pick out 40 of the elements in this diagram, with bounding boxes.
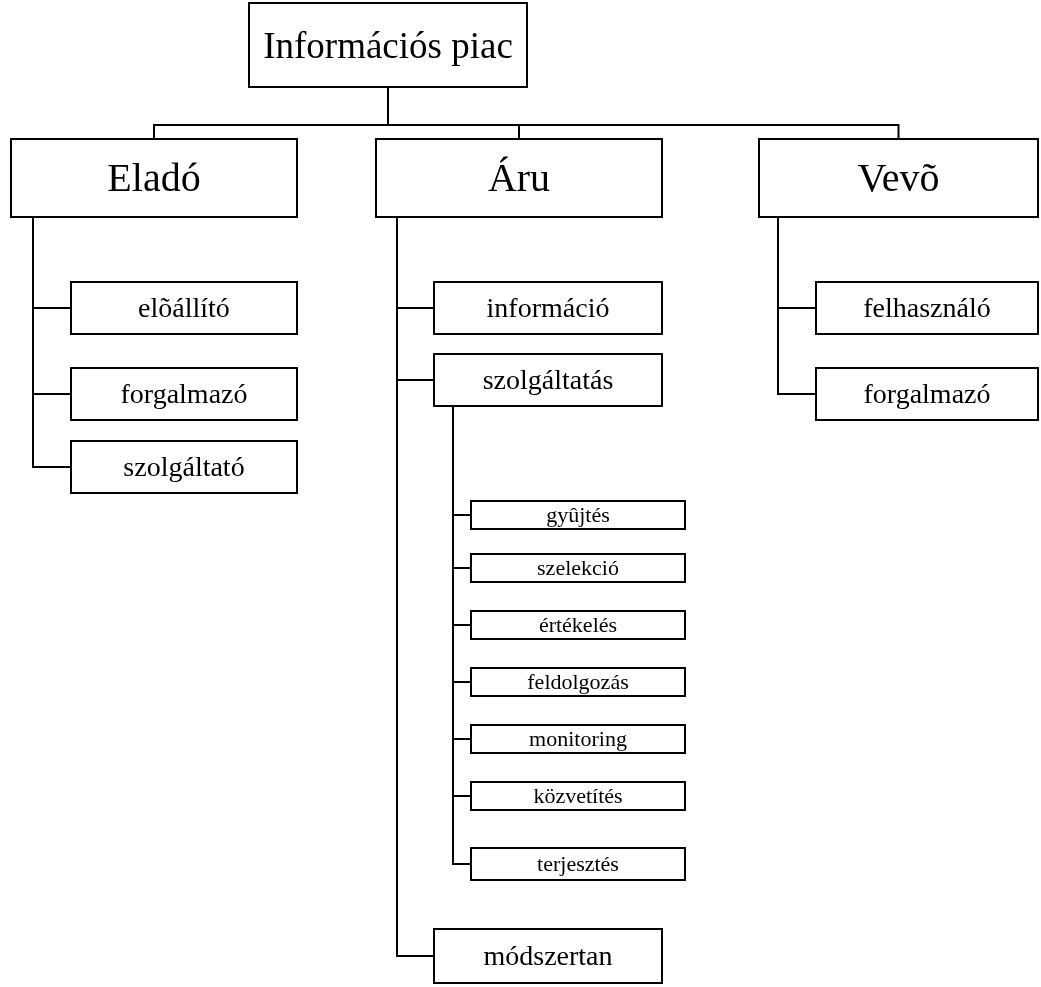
category-box xyxy=(70,440,298,494)
category-box xyxy=(815,367,1039,421)
category-box xyxy=(470,781,686,811)
category-box xyxy=(470,500,686,530)
box-label: módszertan xyxy=(483,942,613,970)
box-label: értékelés xyxy=(538,614,618,636)
box-label: felhasználó xyxy=(863,294,991,322)
box-label: szolgáltató xyxy=(123,453,245,481)
box-label: monitoring xyxy=(529,728,627,750)
box-label: feldolgozás xyxy=(527,671,629,693)
box-label: forgalmazó xyxy=(120,380,248,408)
box-label: közvetítés xyxy=(533,785,623,807)
category-box xyxy=(470,847,686,881)
category-box xyxy=(433,281,663,335)
category-box xyxy=(470,553,686,583)
category-box xyxy=(248,2,528,88)
category-box xyxy=(470,724,686,754)
category-box xyxy=(758,138,1039,218)
category-box xyxy=(470,667,686,697)
box-label: forgalmazó xyxy=(863,380,991,408)
box-label: szelekció xyxy=(537,557,619,579)
category-box xyxy=(433,353,663,407)
category-box xyxy=(70,367,298,421)
box-label: információ xyxy=(486,294,610,322)
box-label: Információs piac xyxy=(263,26,513,64)
category-box xyxy=(470,610,686,640)
box-label: Áru xyxy=(487,158,551,198)
connector-line xyxy=(777,217,816,395)
connector-line xyxy=(32,217,71,468)
category-box xyxy=(10,138,298,218)
box-label: Eladó xyxy=(107,158,201,198)
category-box xyxy=(375,138,663,218)
box-label: szolgáltatás xyxy=(482,366,614,394)
category-box xyxy=(433,928,663,984)
category-box xyxy=(70,281,298,335)
box-label: terjesztés xyxy=(537,853,619,875)
box-label: gyûjtés xyxy=(546,504,610,526)
box-label: elõállító xyxy=(138,294,230,322)
category-box xyxy=(815,281,1039,335)
box-label: Vevõ xyxy=(857,158,940,198)
